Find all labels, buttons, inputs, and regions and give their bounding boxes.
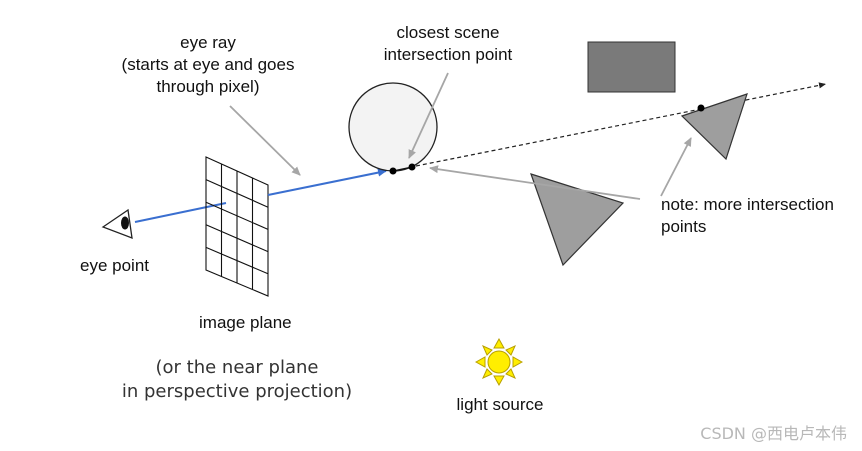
closest-intersection-point [389,167,397,175]
closest-label-line1: closest scene [397,23,500,42]
eye-point-label: eye point [80,256,149,275]
watermark: CSDN @西电卢本伟 [700,424,847,443]
note-label-arrow-up [660,137,692,197]
large-triangle [530,173,625,267]
note-label-line1: note: more intersection [661,195,834,214]
eye-ray-label-line1: eye ray [180,33,236,52]
light-source-label: light source [457,395,544,414]
eye-ray-segment-1 [134,202,227,223]
eye-ray-segment-2 [267,168,387,196]
small-triangle [680,93,748,161]
eye-icon [101,208,133,239]
eye-ray-label-line3: through pixel) [156,77,259,96]
gray-rectangle [587,41,676,93]
eye-ray-label-line2: (starts at eye and goes [122,55,295,74]
image-plane-grid [205,156,269,297]
sun-icon [474,337,524,387]
eye-ray-label-arrow [229,105,301,176]
note-label-arrow-left [429,165,641,200]
sphere-exit-intersection-point [408,163,416,171]
closest-label-arrow [408,72,449,159]
image-plane-label: image plane [199,313,292,332]
near-plane-note-line1: (or the near plane [156,357,319,378]
triangle-intersection-point [697,104,705,112]
closest-label-line2: intersection point [384,45,513,64]
near-plane-note-line2: in perspective projection) [122,381,352,402]
note-label-line2: points [661,217,706,236]
continued-ray [415,82,827,167]
